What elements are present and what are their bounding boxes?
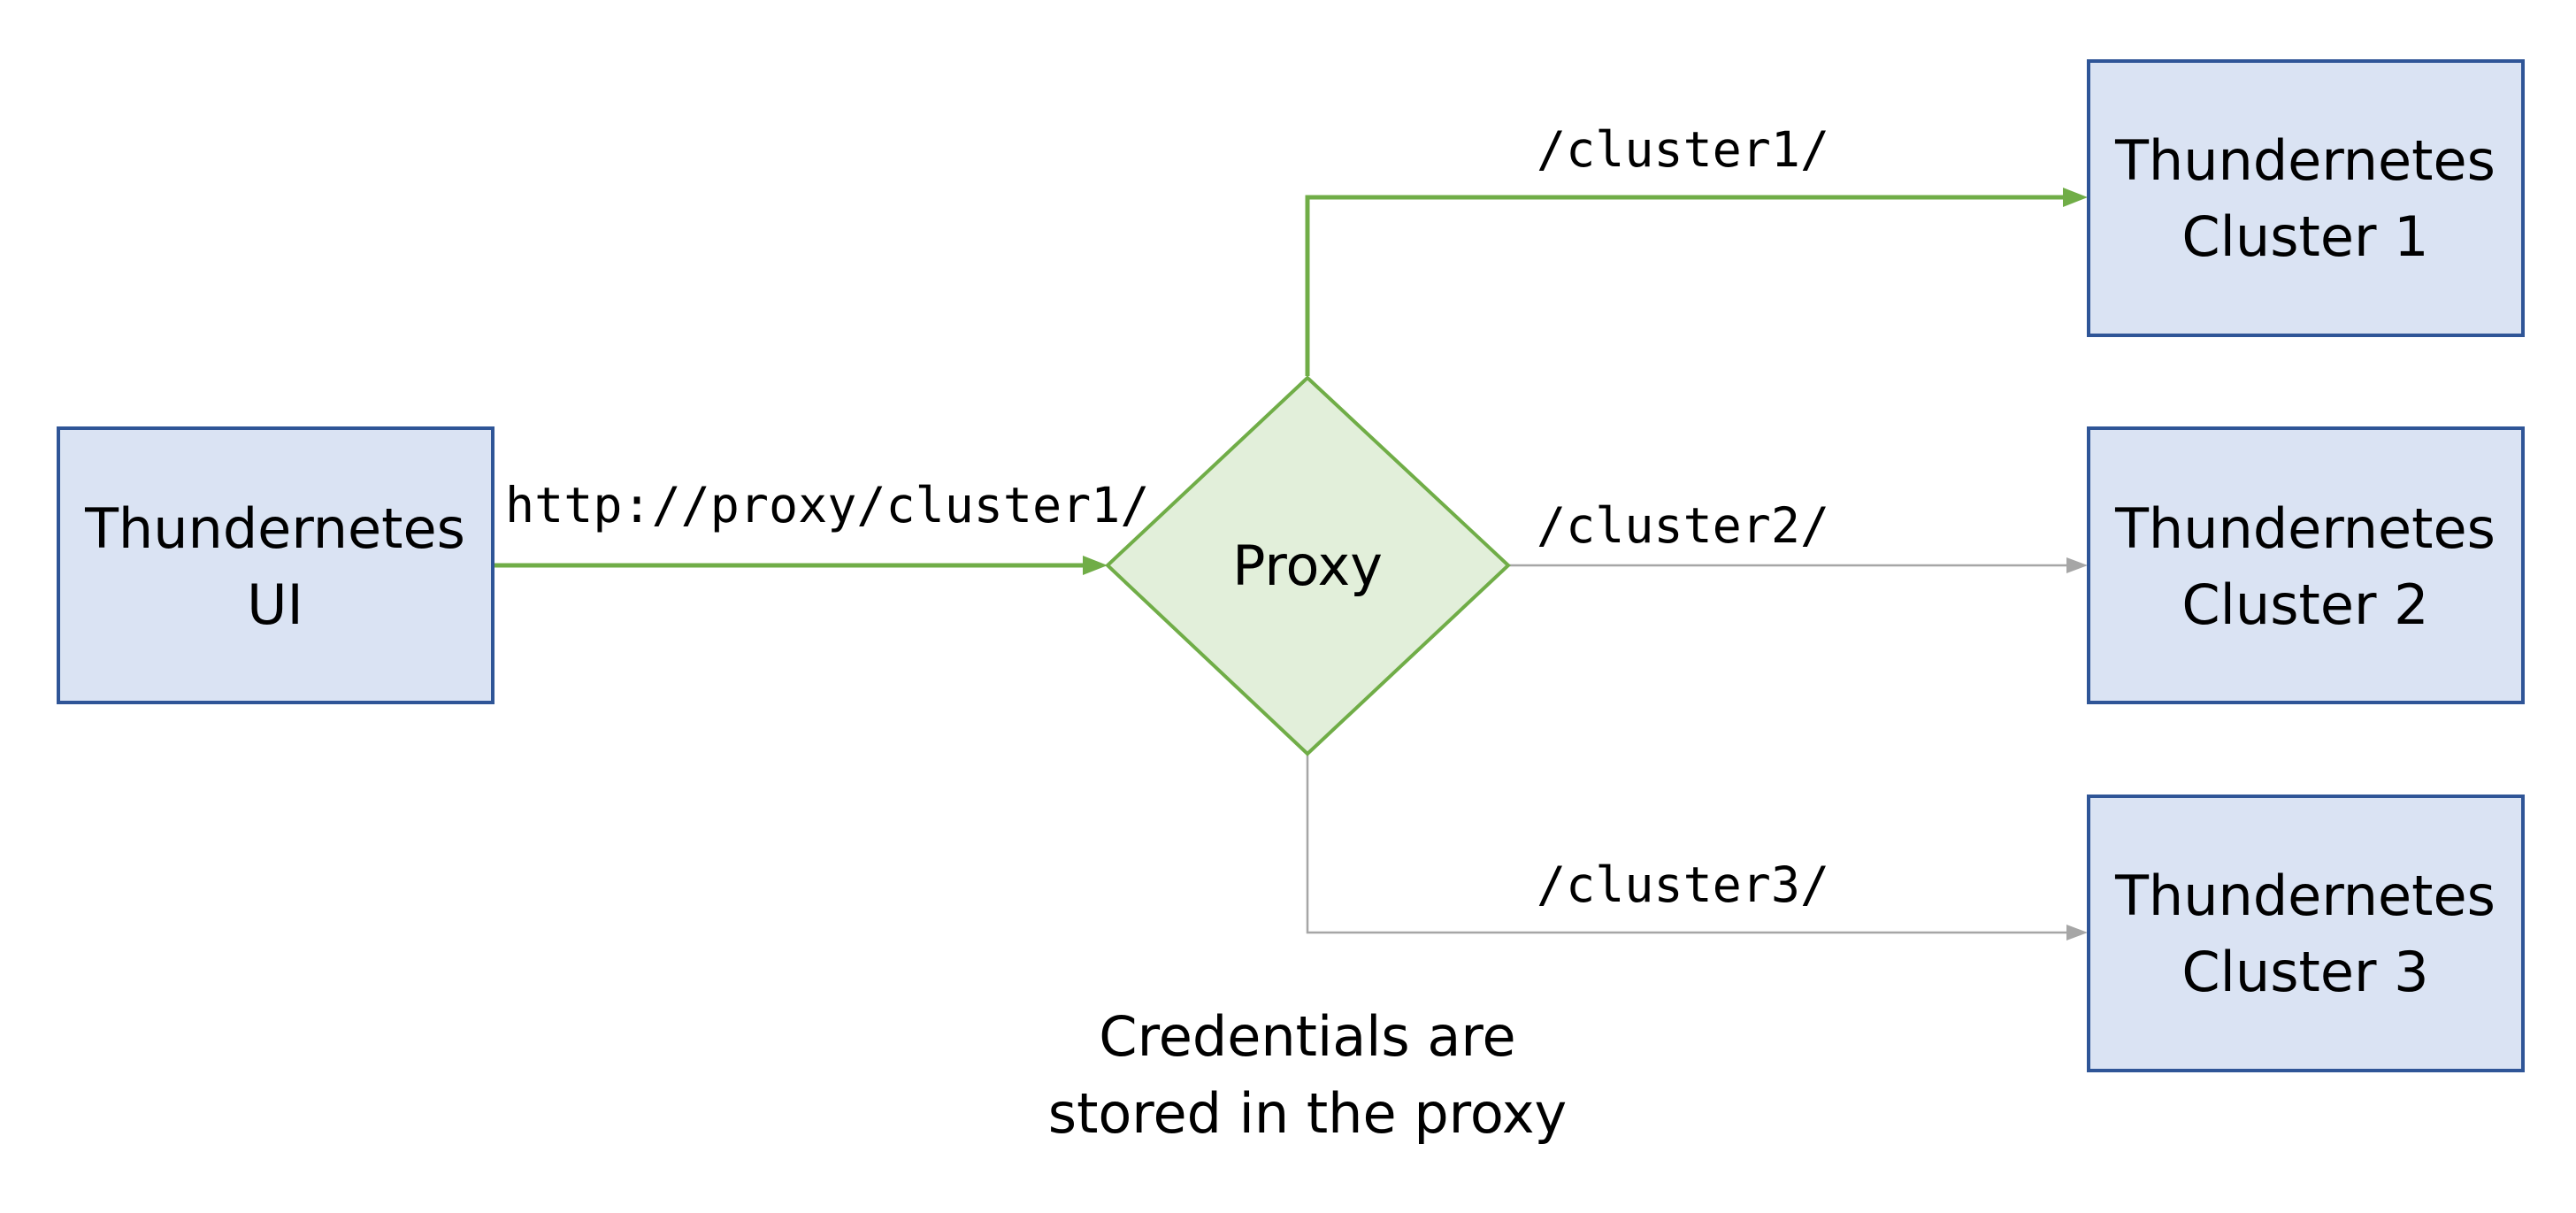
cluster-3-shape (2087, 795, 2525, 1072)
cluster-1-title: Thundernetes (2114, 128, 2496, 193)
cluster-2-shape (2087, 426, 2525, 704)
proxy-to-cluster2-arrowhead (2066, 557, 2088, 573)
proxy-to-cluster1-connector (1305, 195, 2066, 376)
ui-box-subtitle: UI (247, 572, 303, 637)
proxy-label: Proxy (1232, 534, 1383, 598)
cluster-1-box: Thundernetes Cluster 1 (2087, 59, 2525, 337)
ui-box-shape (57, 426, 494, 704)
credentials-note: Credentials are stored in the proxy (1048, 1004, 1567, 1146)
cluster-1-shape (2087, 59, 2525, 337)
route-label-cluster3: /cluster3/ (1537, 856, 1829, 913)
proxy-diamond-shape (1105, 375, 1511, 756)
route-label-cluster2: /cluster2/ (1537, 497, 1829, 554)
route-label-cluster1: /cluster1/ (1537, 121, 1829, 178)
cluster-3-subtitle: Cluster 3 (2181, 940, 2428, 1004)
proxy-to-cluster3-arrowhead (2066, 925, 2088, 940)
cluster-3-title: Thundernetes (2114, 864, 2496, 928)
route-label-ui-to-proxy: http://proxy/cluster1/ (505, 477, 1149, 534)
credentials-note-line1: Credentials are (1099, 1004, 1515, 1069)
proxy-to-cluster1-arrowhead (2063, 188, 2088, 207)
proxy-node: Proxy (1105, 375, 1511, 756)
cluster-3-box: Thundernetes Cluster 3 (2087, 795, 2525, 1072)
ui-to-proxy-arrowhead (1083, 556, 1108, 575)
credentials-note-line2: stored in the proxy (1048, 1081, 1567, 1146)
proxy-to-cluster3-connector (1306, 754, 2070, 934)
thundernetes-ui-box: Thundernetes UI (57, 426, 494, 704)
connectors (494, 188, 2088, 940)
cluster-2-subtitle: Cluster 2 (2181, 572, 2428, 637)
cluster-2-title: Thundernetes (2114, 496, 2496, 561)
cluster-2-box: Thundernetes Cluster 2 (2087, 426, 2525, 704)
cluster-1-subtitle: Cluster 1 (2181, 204, 2428, 269)
ui-box-title: Thundernetes (84, 496, 465, 561)
